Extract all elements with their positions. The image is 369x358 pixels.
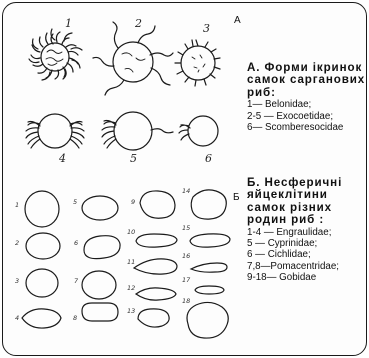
label-b9: 9 [131,198,135,206]
egg-b16 [191,263,227,272]
label-b10: 10 [127,228,135,236]
label-a4: 4 [58,152,66,165]
egg-b17 [195,286,224,294]
label-b7: 7 [74,277,79,285]
section-b-item: 7,8—Pomacentridae; [247,261,342,272]
egg-b10 [136,234,177,247]
egg-a3 [175,40,220,86]
egg-b9 [140,191,175,218]
label-b4: 4 [15,314,19,322]
egg-b12 [136,288,176,300]
egg-b13 [138,309,169,327]
egg-a2 [93,22,173,95]
section-a-item: 6— Scomberesocidae [247,122,365,133]
egg-b4 [22,309,61,328]
label-b13: 13 [127,307,135,315]
section-b-item: 6 — Cichlidae; [247,249,342,260]
label-b18: 18 [182,297,190,305]
label-a6: 6 [205,152,212,165]
section-b-legend: Б. Несферичні яйцеклітини самок різних р… [247,177,342,284]
section-b-letter: Б [233,192,240,203]
section-a-letter: A [234,15,241,26]
egg-b6 [84,236,120,259]
label-a1: 1 [65,17,72,30]
label-b5: 5 [73,198,77,206]
section-a-title-line: риб: [247,87,365,99]
egg-b14 [191,190,226,219]
section-b-title-line: родин риб : [247,214,342,226]
egg-b8 [82,303,118,321]
section-b-item: 9-18— Gobidae [247,272,342,283]
label-b1: 1 [15,201,19,209]
label-b2: 2 [15,239,19,247]
label-b15: 15 [182,224,190,232]
label-b8: 8 [73,314,77,322]
egg-b3 [26,269,58,297]
label-b11: 11 [127,258,135,266]
egg-b7 [82,271,116,299]
egg-a4 [26,114,84,148]
label-b12: 12 [127,284,135,292]
egg-a1 [29,29,82,80]
label-b17: 17 [182,276,191,284]
section-a-legend: А. Форми ікринок самок сарганових риб: 1… [247,62,365,133]
label-b16: 16 [182,252,190,260]
egg-b11 [134,259,177,274]
label-b3: 3 [15,277,19,285]
label-a3: 3 [203,22,210,35]
section-b-item: 1-4 — Engraulidae; [247,227,342,238]
section-b-title-line: яйцеклітини [247,189,342,201]
section-b-item: 5 — Cyprinidae; [247,238,342,249]
label-a2: 2 [134,17,142,30]
egg-b18 [187,302,228,338]
egg-a6 [179,116,218,146]
egg-b1 [25,191,59,227]
egg-b15 [190,234,230,247]
label-b14: 14 [182,187,190,195]
label-a5: 5 [130,152,137,165]
section-a-item: 2-5 — Exocoetidae; [247,111,365,122]
egg-b5 [82,196,118,220]
egg-a5 [102,112,173,150]
label-b6: 6 [74,239,78,247]
egg-b2 [26,233,60,259]
section-a-title-line: самок сарганових [247,74,365,86]
section-a-item: 1— Belonidae; [247,99,365,110]
